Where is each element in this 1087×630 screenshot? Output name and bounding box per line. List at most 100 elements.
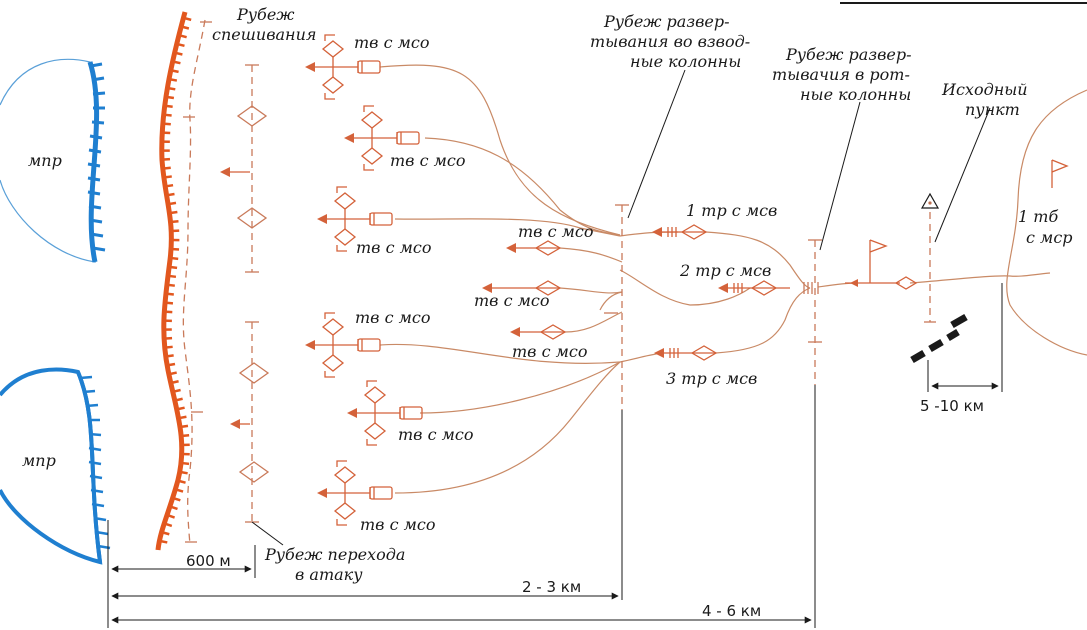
battalion-area: 1 тб с мср <box>1006 89 1087 356</box>
tank-platoon-mark <box>366 439 377 446</box>
attack-line-label-1: Рубеж перехода <box>264 545 405 564</box>
front-tooth <box>166 513 176 519</box>
front-tooth <box>166 192 175 197</box>
tank-platoon-mark <box>333 192 357 210</box>
front-tooth <box>170 220 179 224</box>
tank-platoon-mark <box>333 466 357 484</box>
front-tooth <box>166 283 175 287</box>
platoon-line-label-3: ные колонны <box>630 52 741 71</box>
attack-line-label-2: в атаку <box>295 565 363 584</box>
front-tooth <box>177 479 186 484</box>
front-tooth <box>178 415 187 420</box>
tank-platoon-symbol <box>344 105 420 171</box>
tank-platoon-mark <box>324 34 335 41</box>
front-tooth <box>172 60 181 65</box>
tank-platoon-mark <box>366 380 377 387</box>
battalion-label-1: 1 тб <box>1018 207 1058 226</box>
front-line <box>155 11 192 551</box>
start-point <box>920 192 940 323</box>
front-tooth <box>164 301 174 305</box>
tank-platoon-mark <box>317 214 327 224</box>
tank-unit-label-6: тв с мсо <box>360 515 435 534</box>
enemy-label-bottom: мпр <box>22 451 56 470</box>
tank-platoon-symbol <box>305 312 381 378</box>
front-tooth <box>170 69 179 74</box>
tank-platoon-mark <box>317 488 327 498</box>
tank-unit-label-5: тв с мсо <box>398 425 473 444</box>
front-tooth <box>170 256 179 261</box>
tank-platoon-mark <box>357 338 381 352</box>
tank-unit-label-3: тв с мсо <box>356 238 431 257</box>
start-point-label-1: Исходный <box>941 80 1028 99</box>
front-tooth <box>176 406 185 411</box>
front-tooth <box>176 42 185 48</box>
platoon-columns <box>482 240 567 340</box>
tank-platoon-mark <box>336 460 347 467</box>
tank-platoon-mark <box>324 93 335 100</box>
front-tooth <box>174 51 183 56</box>
company-line-label-1: Рубеж развер- <box>785 45 912 64</box>
distance-600m: 600 м <box>186 552 231 570</box>
tank-platoon-mark <box>369 486 393 500</box>
distance-2-3km: 2 - 3 км <box>522 578 581 596</box>
road-block <box>910 313 968 364</box>
tank-platoon-formations <box>305 34 423 526</box>
tank-platoon-mark <box>321 318 345 336</box>
tank-platoon-symbol <box>317 186 393 252</box>
front-tooth <box>172 496 181 502</box>
platoon-line-label-2: тывания во взвод- <box>590 32 750 51</box>
tank-platoon-mark <box>363 422 387 440</box>
platoon-line-label-1: Рубеж развер- <box>603 12 730 31</box>
tank-platoon-mark <box>321 354 345 372</box>
front-tooth <box>180 25 190 30</box>
front-tooth <box>167 274 177 279</box>
tank-platoon-symbol <box>317 460 393 526</box>
tank-platoon-mark <box>336 186 347 193</box>
tank-platoon-mark <box>321 76 345 94</box>
distance-4-6km: 4 - 6 км <box>702 602 761 620</box>
company-deployment-line <box>803 239 822 385</box>
front-tooth <box>163 113 172 117</box>
front-tooth <box>175 488 184 493</box>
tank-unit-label-2: тв с мсо <box>390 151 465 170</box>
front-tooth <box>167 86 176 91</box>
front-tooth <box>170 380 179 385</box>
front-tooth <box>159 539 168 544</box>
callout-leaders <box>251 69 991 546</box>
front-tooth <box>178 33 187 39</box>
front-tooth <box>163 522 173 528</box>
front-tooth <box>166 362 176 367</box>
front-tooth <box>161 530 170 536</box>
enemy-label-top: мпр <box>28 151 62 170</box>
company-2-label: 2 тр с мсв <box>679 261 771 280</box>
front-tooth <box>168 265 178 270</box>
front-tooth <box>164 183 174 188</box>
front-tooth <box>181 434 190 438</box>
front-tooth <box>168 77 178 82</box>
dismount-line-label-1: Рубеж <box>236 5 295 24</box>
tank-platoon-mark <box>369 212 393 226</box>
battalion-hq-column <box>845 239 918 290</box>
tank-unit-label-8: тв с мсо <box>474 291 549 310</box>
tank-platoon-mark <box>336 519 347 526</box>
enemy-position-bottom: мпр <box>0 367 111 565</box>
tank-platoon-mark <box>363 105 374 112</box>
front-tooth <box>179 424 189 429</box>
tank-platoon-mark <box>363 164 374 171</box>
front-tooth <box>169 210 178 215</box>
tank-platoon-mark <box>347 408 357 418</box>
tank-platoon-mark <box>305 340 315 350</box>
front-tooth <box>165 354 174 358</box>
enemy-position-top: мпр <box>0 58 106 263</box>
tank-platoon-mark <box>360 111 384 129</box>
distance-5-10km: 5 -10 км <box>920 397 984 415</box>
front-tooth <box>170 247 180 251</box>
tank-platoon-mark <box>321 40 345 58</box>
platoon-deployment-line <box>604 204 629 410</box>
tank-platoon-mark <box>305 62 315 72</box>
company-line-label-2: тывачия в рот- <box>772 65 910 84</box>
tank-platoon-mark <box>396 131 420 145</box>
tank-platoon-mark <box>333 502 357 520</box>
tank-unit-label-7: тв с мсо <box>518 222 593 241</box>
